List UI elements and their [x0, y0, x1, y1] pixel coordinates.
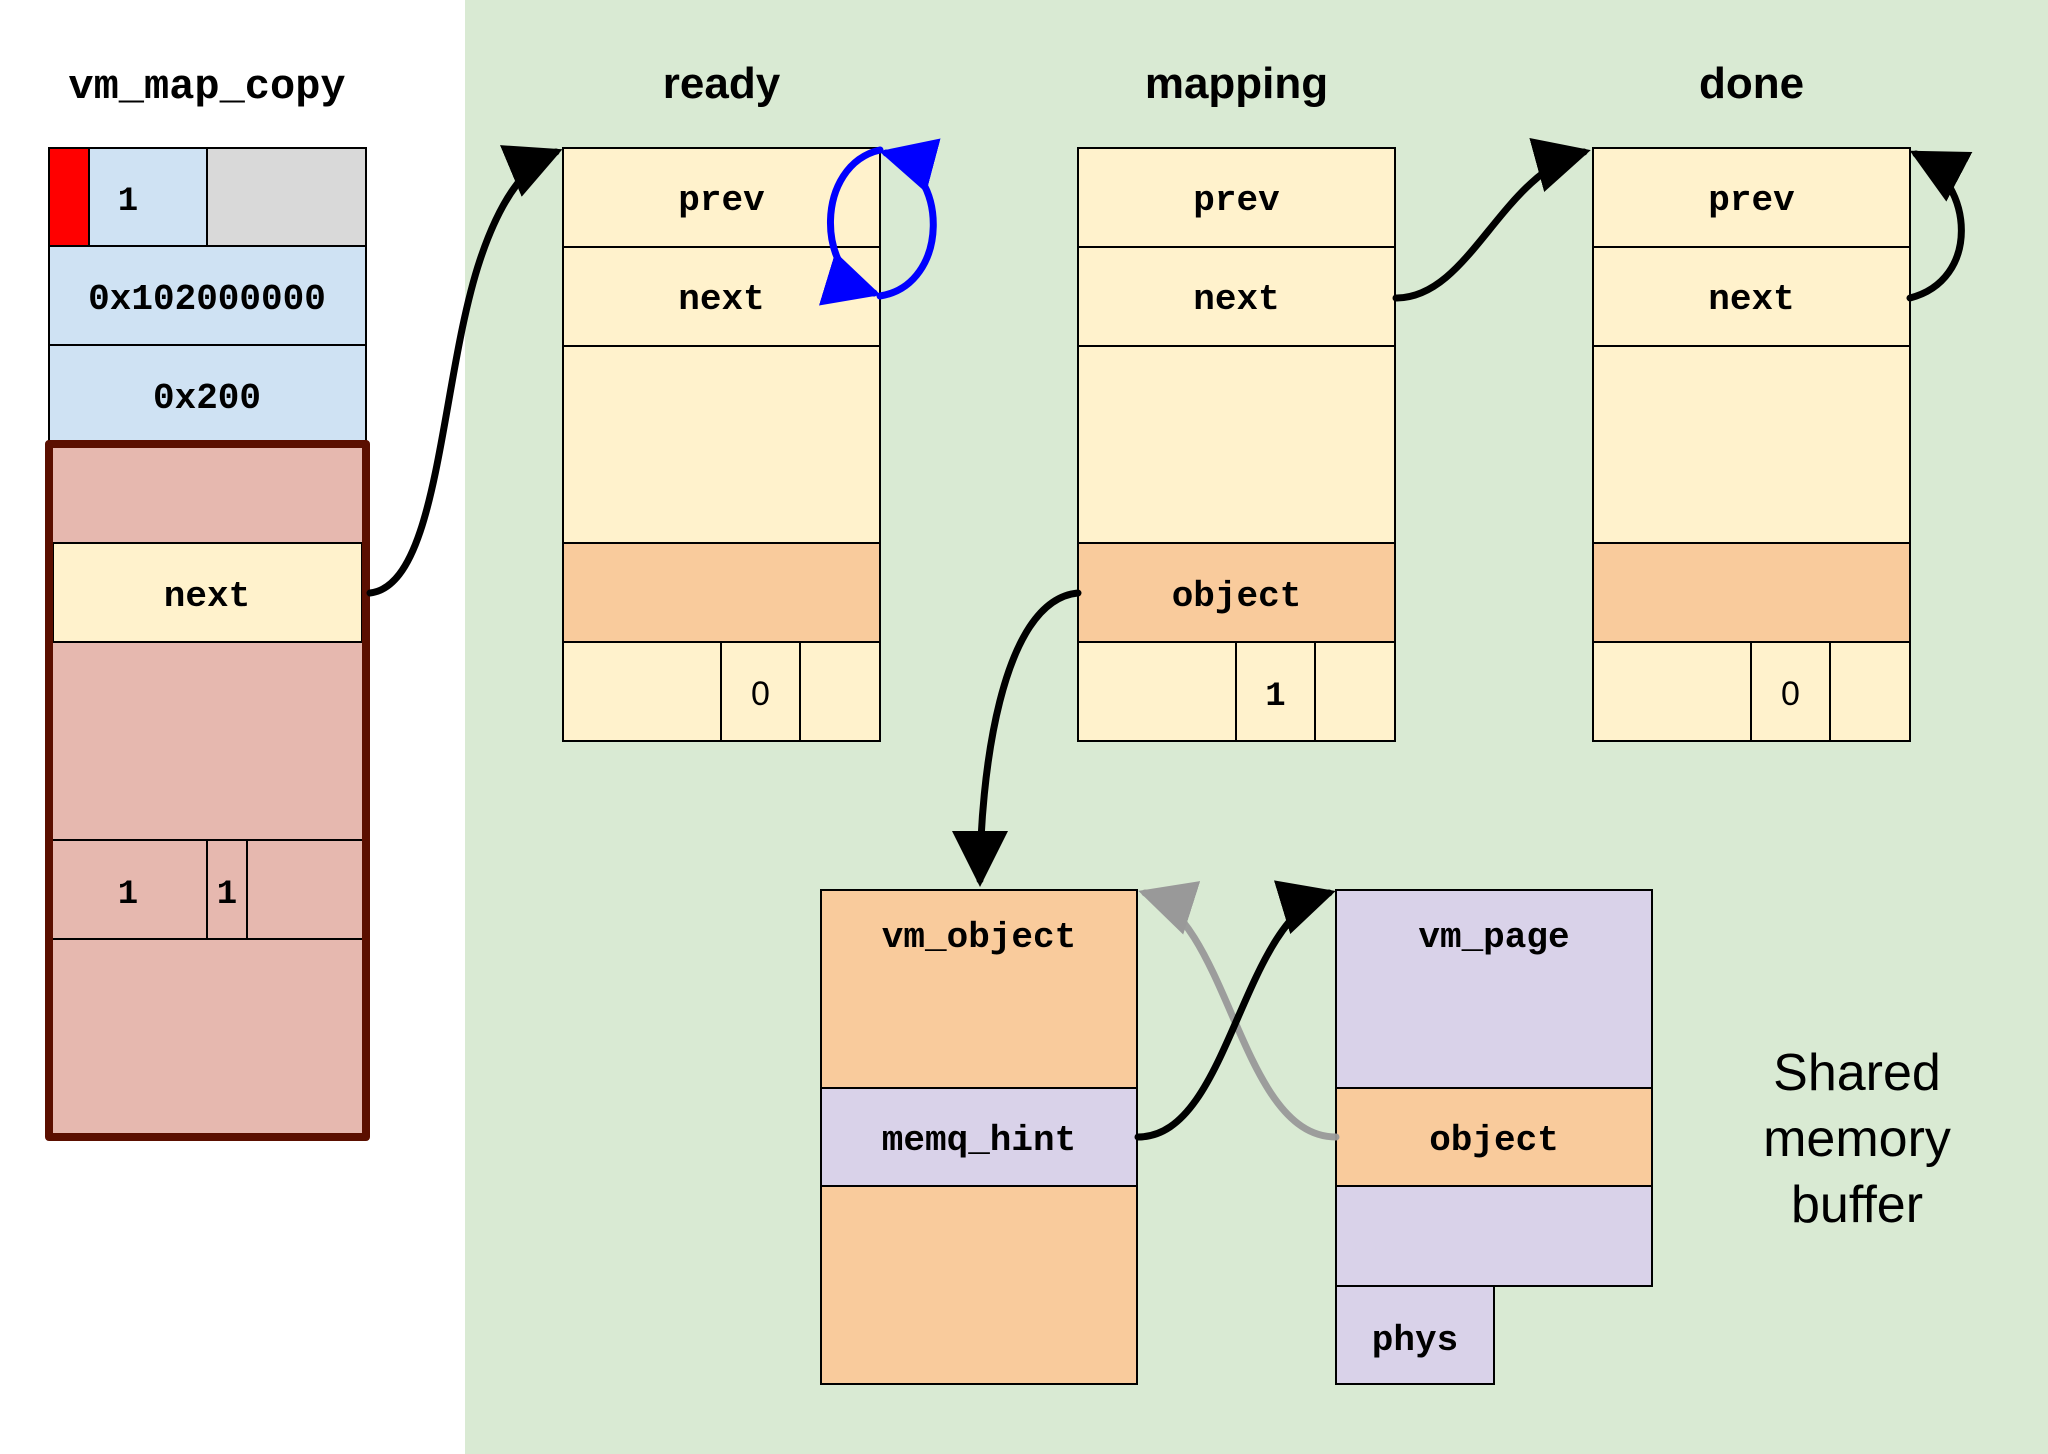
- body-cell: [562, 345, 881, 544]
- next-cell: [1592, 246, 1911, 347]
- size-cell: [48, 344, 367, 445]
- region-label-line: Shared: [1773, 1044, 1941, 1102]
- prev-cell: [1592, 147, 1911, 248]
- count-value: 0: [1781, 675, 1800, 713]
- pointer-memq-hint-to-vm-page: [1134, 880, 1336, 1141]
- vm-object-title: vm_object: [882, 917, 1076, 958]
- object-cell: [1592, 542, 1911, 643]
- pointer-ready-prev-self: [818, 146, 884, 306]
- list-entry-done: done prev next 0: [1592, 59, 1911, 742]
- padding-cell: [206, 147, 367, 247]
- next-cell: [1077, 246, 1396, 347]
- copy-flag-a: 1: [118, 876, 138, 914]
- vm-page-tail-cell: [1335, 1185, 1653, 1287]
- list-entry-mapping: mapping prev next object 1: [1077, 59, 1396, 742]
- count-cell: [720, 641, 801, 742]
- copy-next-label: next: [164, 576, 250, 617]
- region-label-line: memory: [1763, 1110, 1951, 1168]
- list-title: ready: [663, 59, 781, 108]
- pointer-arrows: [366, 138, 1973, 1141]
- object-cell: [1077, 542, 1396, 643]
- phys-label: phys: [1372, 1320, 1458, 1361]
- field-cell: [562, 641, 722, 742]
- vm-page-title: vm_page: [1418, 917, 1569, 958]
- field-cell: [1592, 641, 1752, 742]
- shared-memory-label: Shared memory buffer: [1763, 1044, 1951, 1234]
- next-label: next: [1193, 279, 1279, 320]
- vm-page-struct: vm_page object phys: [1335, 889, 1653, 1385]
- vm-map-copy-struct: vm_map_copy 1 0x102000000 0x200 next 1 1: [45, 63, 370, 1141]
- field-cell: [799, 641, 881, 742]
- vm-object-header-cell: [820, 889, 1138, 1089]
- body-cell: [1592, 345, 1911, 544]
- offset-value: 0x102000000: [88, 279, 326, 320]
- count-value: 0: [751, 675, 770, 713]
- vm-object-tail-cell: [820, 1185, 1138, 1385]
- field-cell: [1314, 641, 1396, 742]
- object-cell: [562, 542, 881, 643]
- vm-page-object-cell: [1335, 1087, 1653, 1187]
- count-value: 1: [1265, 678, 1285, 716]
- prev-label: prev: [1193, 180, 1279, 221]
- type-cell: [88, 147, 208, 247]
- vm-object-struct: vm_object memq_hint: [820, 889, 1138, 1385]
- count-cell: [1750, 641, 1831, 742]
- field-cell: [1077, 641, 1237, 742]
- memq-hint-label: memq_hint: [882, 1120, 1076, 1161]
- list-title: done: [1699, 59, 1804, 108]
- next-label: next: [678, 279, 764, 320]
- memq-hint-cell: [820, 1087, 1138, 1187]
- vm-page-object-label: object: [1429, 1120, 1559, 1161]
- pointer-ready-next-self: [876, 138, 941, 300]
- list-title: mapping: [1145, 59, 1328, 108]
- pointer-done-next-self: [1906, 150, 1973, 302]
- phys-cell: [1335, 1285, 1495, 1385]
- body-cell: [1077, 345, 1396, 544]
- object-label: object: [1172, 576, 1302, 617]
- prev-label: prev: [678, 180, 764, 221]
- size-value: 0x200: [153, 378, 261, 419]
- count-cell: [1235, 641, 1316, 742]
- type-value: 1: [118, 183, 138, 221]
- prev-cell: [1077, 147, 1396, 248]
- prev-cell: [562, 147, 881, 248]
- pointer-mapping-object-to-vm-object: [952, 589, 1082, 887]
- list-entries: ready prev next 0 mapping prev next object 1 done…: [562, 59, 1911, 742]
- copy-body-border: [45, 440, 370, 1141]
- prev-label: prev: [1708, 180, 1794, 221]
- next-label: next: [1708, 279, 1794, 320]
- field-cell: [1829, 641, 1911, 742]
- copy-flag-b: 1: [217, 876, 237, 914]
- pointer-mapping-next-to-done: [1392, 138, 1591, 302]
- copy-body: next 1 1: [45, 440, 370, 1141]
- vm-map-copy-title: vm_map_copy: [68, 63, 345, 111]
- pointer-copy-next-to-ready: [366, 145, 563, 597]
- list-entry-ready: ready prev next 0: [562, 59, 881, 742]
- copy-next-cell: [52, 542, 363, 643]
- region-label-line: buffer: [1791, 1176, 1923, 1234]
- type-marker-cell: [48, 147, 90, 247]
